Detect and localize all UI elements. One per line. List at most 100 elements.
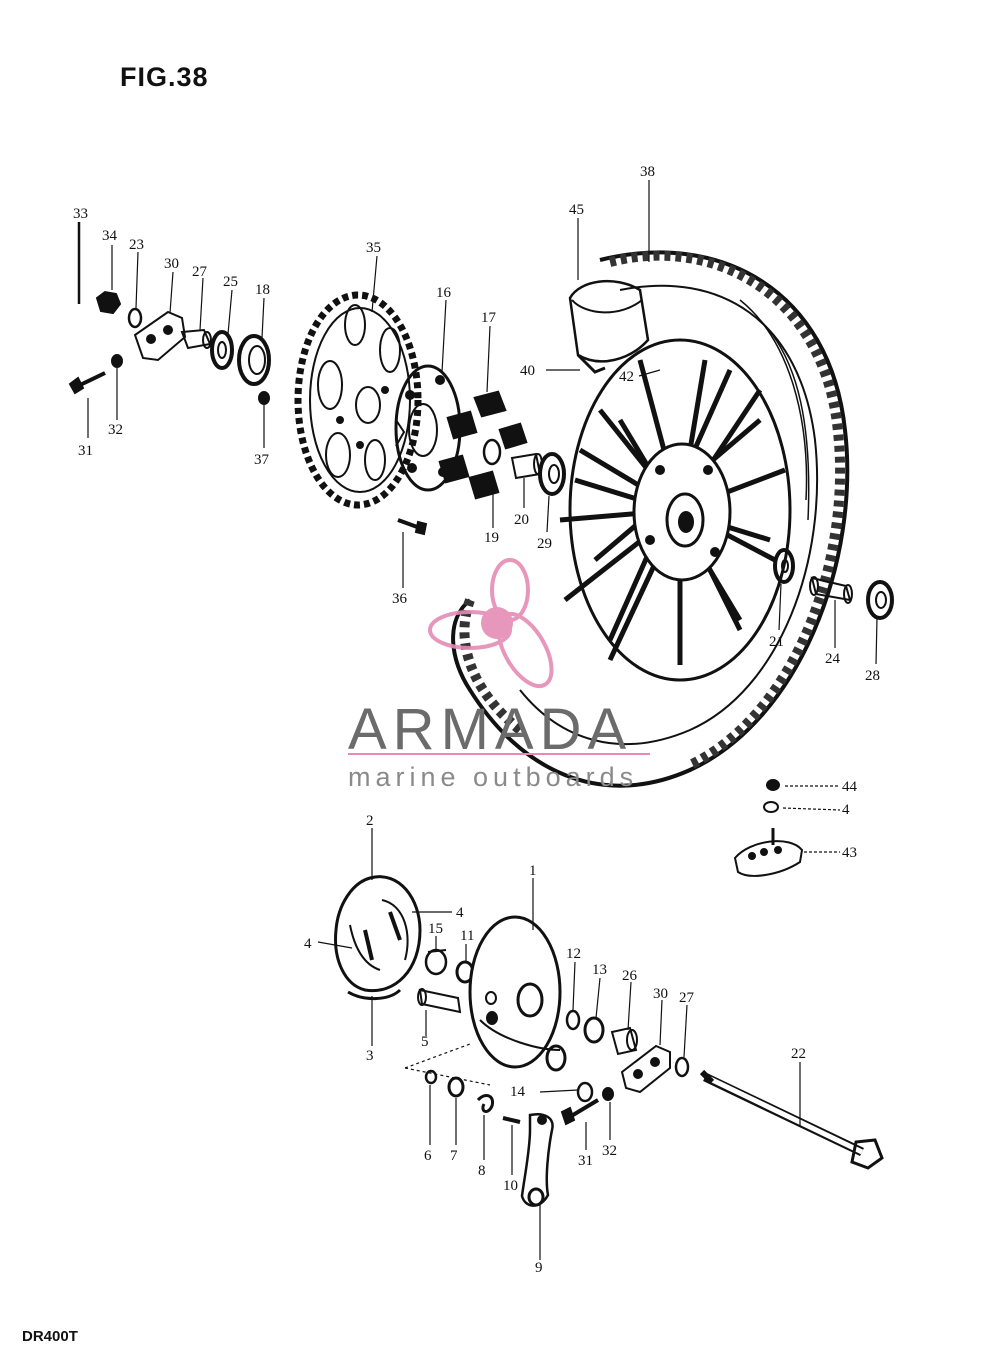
rear-sprocket-35 [294,291,422,509]
washer-13 [583,1016,605,1044]
bearing-29 [538,452,566,496]
figure-title: FIG.38 [120,62,209,92]
callout-13: 13 [592,962,607,978]
callout-37: 37 [254,452,270,468]
callout-19: 19 [484,530,499,546]
chain-adjuster-30-top [133,310,187,362]
bolt-36 [397,518,428,536]
cam-15 [424,948,448,976]
callout-25: 25 [223,274,238,290]
rear-hub [632,442,732,582]
callout-38: 38 [640,164,655,180]
callout-4-rimlock: 4 [842,802,850,818]
callout-17: 17 [481,310,497,326]
callout-22: 22 [791,1046,806,1062]
nut-32-bottom [602,1087,614,1101]
callout-32: 32 [108,422,123,438]
callout-24: 24 [825,651,841,667]
callout-29: 29 [537,536,552,552]
rear-tire-38 [451,250,850,788]
callout-18: 18 [255,282,270,298]
callout-27-bottom: 27 [679,990,695,1006]
model-label: DR400T [22,1328,78,1345]
callout-44: 44 [842,779,858,795]
callout-12: 12 [566,946,581,962]
rim-lock-43 [733,828,804,877]
axle-nut-34 [95,290,122,315]
rear-axle-22 [699,1069,884,1170]
brake-shoe-set-3 [334,875,422,1000]
callout-4-shoe-left: 4 [304,936,312,952]
callout-32-bottom: 32 [602,1143,617,1159]
rim [568,338,792,682]
washer-27-bottom [674,1056,690,1078]
callout-14: 14 [510,1084,526,1100]
callout-45: 45 [569,202,584,218]
clip-6 [424,1069,438,1085]
callout-10: 10 [503,1178,518,1194]
washer-7 [447,1076,465,1098]
callout-42: 42 [619,369,634,385]
callout-8: 8 [478,1163,486,1179]
spacer-26 [610,1026,638,1056]
oil-seal-25 [210,330,234,370]
callout-31-bottom: 31 [578,1153,593,1169]
callout-27: 27 [192,264,208,280]
callout-30-bottom: 30 [653,986,668,1002]
callout-9: 9 [535,1260,543,1276]
brake-panel-1 [468,915,567,1072]
spacer-27-top [180,328,212,350]
watermark-name: ARMADA [348,697,633,762]
callout-30: 30 [164,256,179,272]
callout-4-shoe-upper: 4 [456,905,464,921]
callout-23: 23 [129,237,144,253]
callout-33: 33 [73,206,88,222]
watermark-logo-icon [428,558,554,689]
callout-34: 34 [102,228,118,244]
spacer-28 [866,580,894,620]
nut-37 [258,391,270,405]
oil-seal-21 [773,548,795,584]
callout-11: 11 [460,928,474,944]
watermark-tagline: marine outboards [348,762,639,792]
spacer-20 [510,452,543,480]
callout-3: 3 [366,1048,374,1064]
nut-32-top [111,354,123,368]
bolt-31-bottom [560,1098,600,1126]
callout-15: 15 [428,921,443,937]
callout-5: 5 [421,1034,429,1050]
callout-20: 20 [514,512,529,528]
spring-8 [476,1094,495,1113]
bearing-18 [237,334,271,386]
callout-7: 7 [450,1148,458,1164]
brake-cam-5 [417,988,462,1014]
washer-12 [565,1009,581,1031]
callout-6: 6 [424,1148,432,1164]
callout-40: 40 [520,363,535,379]
bolt-31-top [68,371,106,395]
callout-2: 2 [366,813,374,829]
valve-40 [576,353,606,374]
callout-16: 16 [436,285,452,301]
washer-4-rimlock [763,801,779,813]
leader-lines [78,180,878,1260]
callout-31: 31 [78,443,93,459]
callout-labels: 33 34 23 30 27 25 18 31 32 37 35 16 17 1… [73,164,880,1276]
torque-link-9 [520,1113,554,1207]
callout-28: 28 [865,668,880,684]
washer-23-top [127,307,143,329]
callout-43: 43 [842,845,857,861]
chain-adjuster-30-bottom [620,1044,671,1094]
spacer-24 [809,576,853,604]
callout-1: 1 [529,863,537,879]
callout-36: 36 [392,591,408,607]
pin-10 [502,1116,521,1124]
damper-set-17 [438,390,528,500]
nut-14 [576,1081,594,1103]
callout-21: 21 [769,634,784,650]
tube-45 [568,279,650,363]
rim-lock-nut-44 [766,779,780,791]
callout-35: 35 [366,240,381,256]
callout-26: 26 [622,968,638,984]
